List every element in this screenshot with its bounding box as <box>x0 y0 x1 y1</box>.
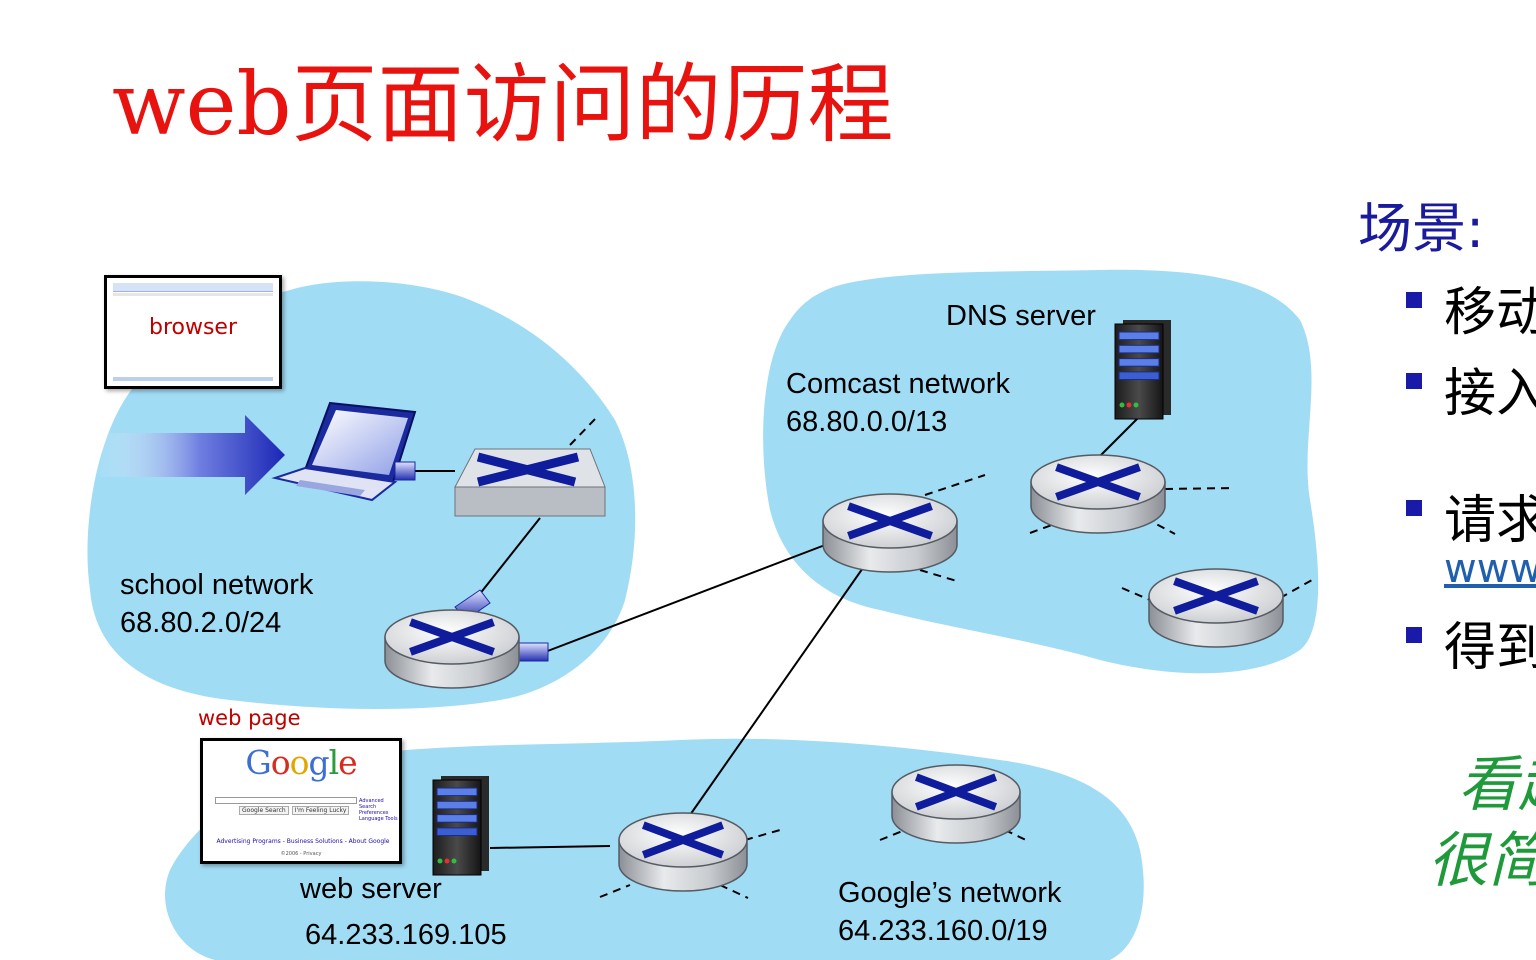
url-link[interactable]: www <box>1444 546 1536 592</box>
bullet-icon <box>1406 292 1422 308</box>
preferences-link: Preferences <box>359 810 389 816</box>
note-line: 看起 <box>1458 750 1536 820</box>
google-side-links: Advanced Search Preferences Language Too… <box>359 798 399 822</box>
web-server-ip: 64.233.169.105 <box>305 919 507 951</box>
google-network-name: Google’s network <box>838 877 1062 909</box>
advanced-search-link: Advanced Search <box>359 798 384 810</box>
google-network-prefix: 64.233.160.0/19 <box>838 915 1048 947</box>
router-icon <box>618 812 748 892</box>
web-page-label: web page <box>198 706 301 730</box>
dangling-links <box>569 415 1313 899</box>
dns-server-label: DNS server <box>946 300 1096 332</box>
comcast-network-prefix: 68.80.0.0/13 <box>786 406 948 438</box>
page-title: web页面访问的历程 <box>112 55 894 155</box>
router-icon <box>384 609 520 689</box>
google-search-button: Google Search <box>239 806 289 815</box>
network-links <box>402 417 1139 849</box>
bullet-icon <box>1406 373 1422 389</box>
web-server-label: web server <box>300 873 442 905</box>
laptop-icon <box>271 401 417 502</box>
google-logo-letter: o <box>289 743 310 782</box>
router-icon <box>891 764 1021 844</box>
google-copyright: ©2006 - Privacy <box>280 851 322 857</box>
google-logo-letter: o <box>270 743 291 782</box>
router-icon <box>1148 568 1284 648</box>
google-footer-links: Advertising Programs - Business Solution… <box>216 838 390 845</box>
router-icon <box>1030 454 1166 534</box>
feeling-lucky-button: I'm Feeling Lucky <box>291 806 350 815</box>
browser-addressbar <box>113 293 273 296</box>
server-icon <box>432 776 489 876</box>
google-logo: Google <box>203 743 399 782</box>
browser-label: browser <box>148 315 238 340</box>
router-icon <box>822 493 958 573</box>
laptop-port <box>394 461 416 481</box>
bullet-icon <box>1406 500 1422 516</box>
bullet-text: 得到 <box>1444 618 1536 678</box>
server-icon <box>1114 320 1171 420</box>
school-network-prefix: 68.80.2.0/24 <box>120 607 282 639</box>
google-logo-letter: e <box>338 743 358 782</box>
arrow-icon <box>95 415 285 495</box>
google-logo-letter: l <box>328 743 340 782</box>
bullet-icon <box>1406 627 1422 643</box>
switch-icon <box>454 448 606 517</box>
google-logo-letter: G <box>245 743 271 782</box>
scenario-title: 场景: <box>1358 197 1485 260</box>
school-network-name: school network <box>120 569 314 601</box>
bullet-text: 移动 <box>1444 283 1536 343</box>
bullet-text: 接入 <box>1444 364 1536 424</box>
google-logo-letter: g <box>308 743 329 782</box>
browser-statusbar <box>113 377 273 381</box>
bullet-text: 请求 <box>1444 491 1536 551</box>
google-search-box <box>215 797 357 804</box>
comcast-network-name: Comcast network <box>786 368 1011 400</box>
language-tools-link: Language Tools <box>359 816 398 822</box>
scenario-panel: 场景: 移动 接入 请求 www 得到 看起 很简 <box>1358 180 1536 960</box>
note-line: 很简 <box>1428 826 1536 896</box>
browser-window: browser <box>104 275 282 389</box>
browser-toolbar <box>113 283 273 292</box>
